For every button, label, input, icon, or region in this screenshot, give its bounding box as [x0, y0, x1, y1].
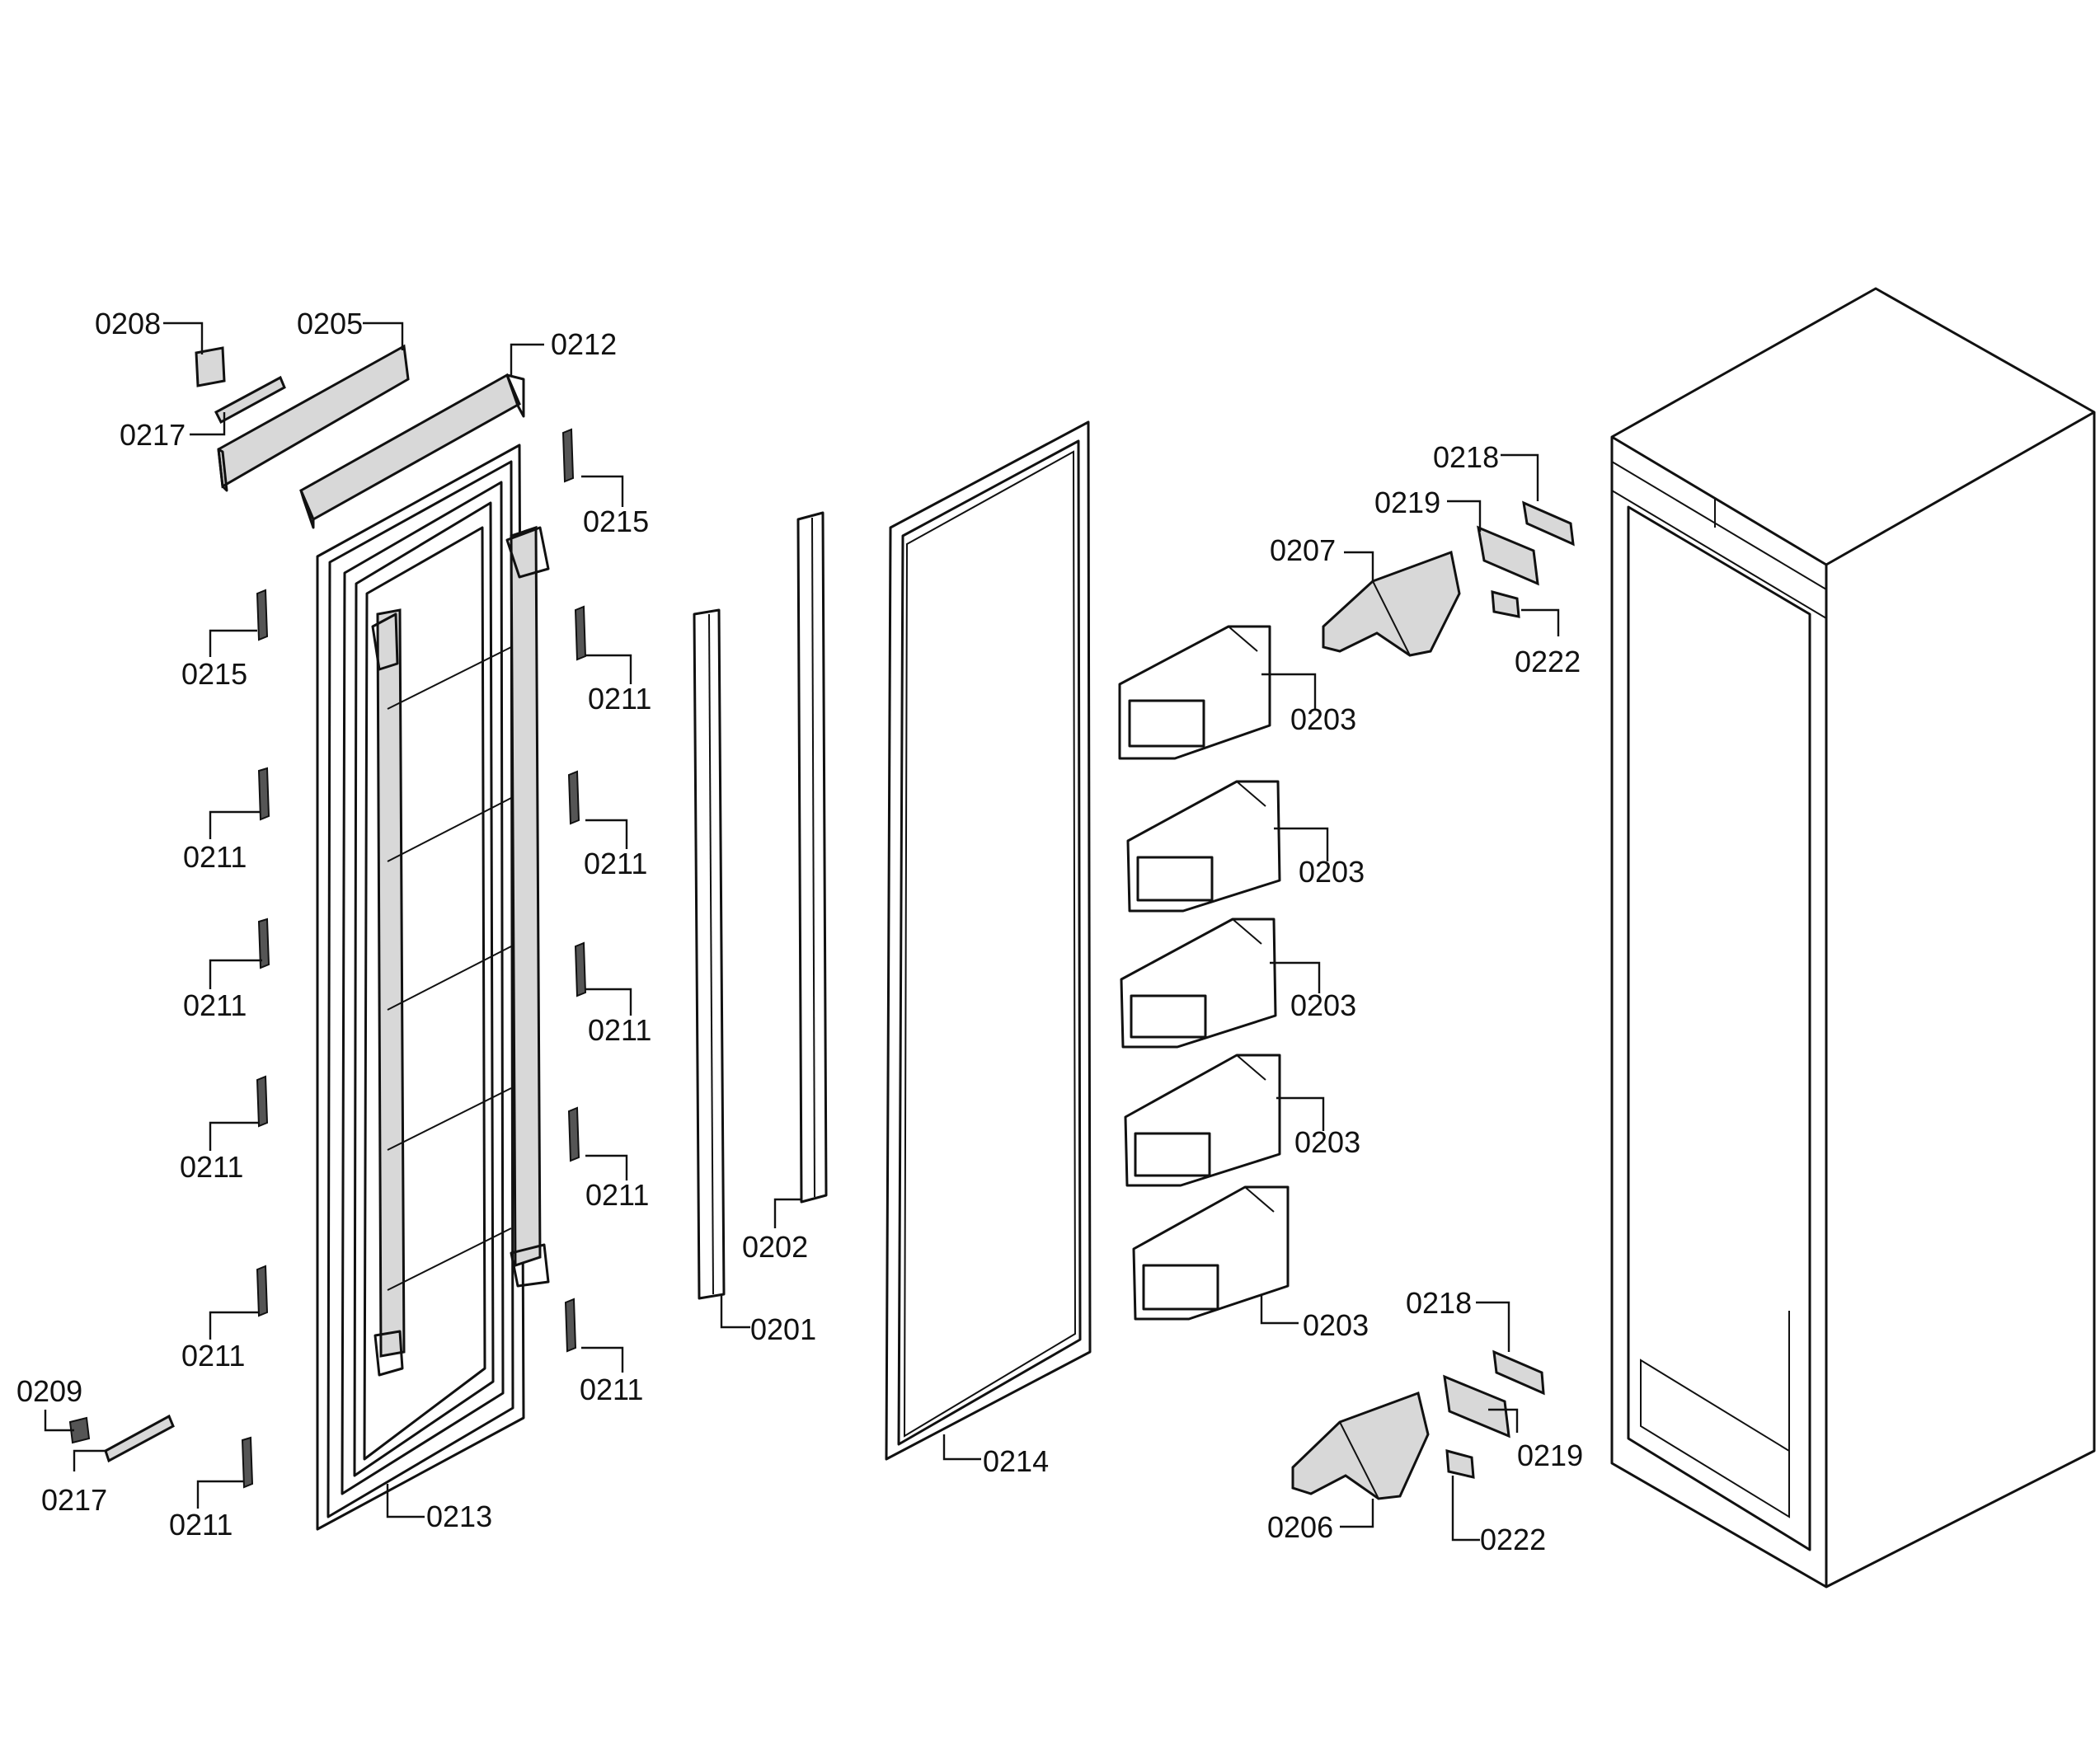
callout-0219-upper: 0219 — [1374, 486, 1440, 519]
strip-0202 — [796, 511, 828, 1204]
callout-0215-right: 0215 — [583, 505, 649, 538]
callout-0209: 0209 — [16, 1374, 82, 1408]
callout-0211-l1: 0211 — [183, 840, 247, 874]
shim-0222-upper — [1491, 590, 1520, 618]
callout-0213: 0213 — [426, 1500, 492, 1533]
callout-0203-2: 0203 — [1299, 855, 1365, 889]
leader-lines — [44, 321, 1560, 1542]
basket-2 — [1126, 780, 1281, 913]
door-liner-0214 — [885, 420, 1092, 1461]
callout-0217-top: 0217 — [120, 418, 186, 452]
callout-0208: 0208 — [95, 307, 161, 340]
bottom-left-parts — [68, 1414, 175, 1463]
hinge-bracket-0205 — [217, 344, 410, 492]
callout-labels: 0208 0205 0212 0217 0215 0215 0211 0211 … — [16, 307, 1583, 1556]
callout-0207: 0207 — [1270, 533, 1336, 567]
callout-0203-5: 0203 — [1303, 1308, 1369, 1342]
clip-0217-top — [214, 375, 286, 425]
door-baskets — [1118, 625, 1290, 1321]
callout-0201: 0201 — [750, 1312, 816, 1346]
cover-cap-0208 — [195, 346, 226, 387]
refrigerator-cabinet — [1610, 287, 2096, 1589]
callout-0212: 0212 — [551, 327, 617, 361]
callout-0211-l3: 0211 — [180, 1150, 243, 1184]
callout-0206: 0206 — [1267, 1510, 1333, 1544]
callout-0211-l4: 0211 — [181, 1339, 245, 1373]
plate-0218-lower — [1492, 1349, 1545, 1396]
basket-1 — [1118, 625, 1271, 760]
hinge-lower-0206 — [1291, 1392, 1430, 1500]
clips-right-column — [561, 428, 587, 1353]
basket-4 — [1124, 1054, 1281, 1187]
basket-3 — [1120, 918, 1277, 1049]
shim-0222-lower — [1445, 1449, 1475, 1479]
callout-0202: 0202 — [742, 1230, 808, 1264]
callout-0218-upper: 0218 — [1433, 440, 1499, 474]
callout-0205: 0205 — [297, 307, 363, 340]
callout-0219-lower: 0219 — [1517, 1439, 1583, 1472]
callout-0203-3: 0203 — [1290, 988, 1356, 1022]
strip-0201 — [693, 608, 726, 1300]
basket-5 — [1132, 1185, 1290, 1321]
callout-0222-upper: 0222 — [1515, 645, 1581, 678]
hinge-upper-0207 — [1322, 550, 1461, 657]
callout-0211-r5: 0211 — [580, 1373, 643, 1406]
callout-0211-r2: 0211 — [584, 847, 647, 880]
callout-0211-l2: 0211 — [183, 988, 247, 1022]
top-cover-0212 — [299, 373, 525, 529]
plate-0218-upper — [1522, 500, 1575, 547]
door-frame — [316, 444, 550, 1531]
callout-0211-r1: 0211 — [588, 682, 651, 716]
callout-0214: 0214 — [983, 1444, 1049, 1478]
clips-left-column — [241, 589, 270, 1489]
callout-0203-4: 0203 — [1294, 1125, 1360, 1159]
callout-0203-1: 0203 — [1290, 702, 1356, 736]
callout-0211-l5: 0211 — [169, 1508, 233, 1542]
callout-0215-left: 0215 — [181, 657, 247, 691]
hinge-bracket-0219-lower — [1443, 1374, 1510, 1439]
callout-0217-bottom: 0217 — [41, 1483, 107, 1517]
callout-0211-r3: 0211 — [588, 1013, 651, 1047]
hinge-bracket-0219-upper — [1477, 525, 1539, 586]
callout-0218-lower: 0218 — [1406, 1286, 1472, 1320]
callout-0222-lower: 0222 — [1480, 1523, 1546, 1556]
callout-0211-r4: 0211 — [585, 1178, 649, 1212]
